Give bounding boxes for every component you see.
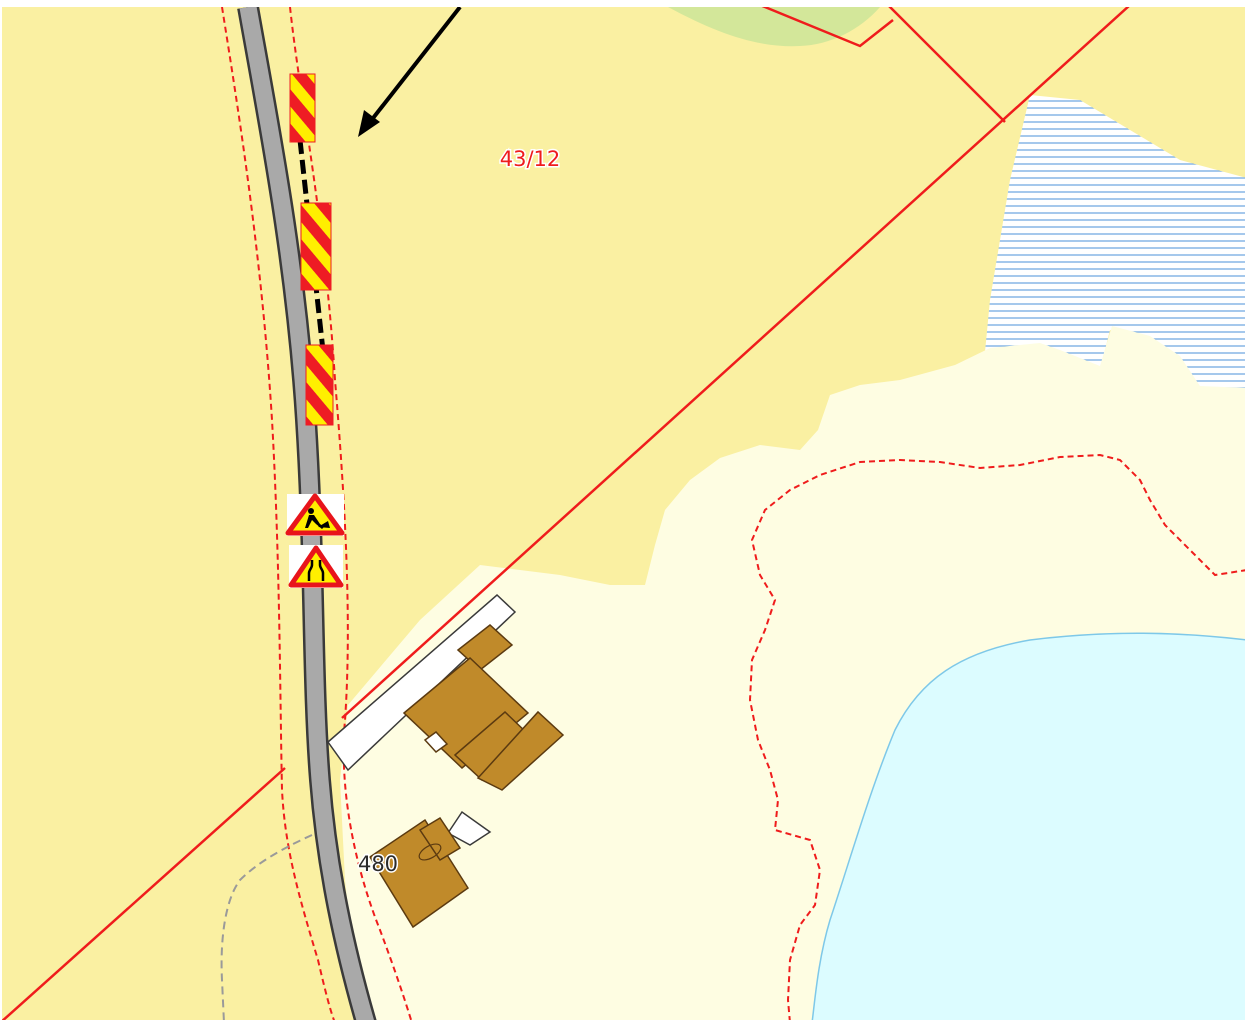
road-barrier-2: [300, 202, 332, 291]
building-cluster-north: [402, 624, 565, 791]
roadwork-sign[interactable]: [285, 493, 345, 536]
property-lines: [2, 7, 1130, 1020]
driveway-north: [326, 593, 517, 772]
road-narrows-sign[interactable]: [288, 545, 344, 588]
road-narrows-icon: [307, 560, 325, 581]
marsh-area: [985, 95, 1245, 390]
driveway-south: [446, 810, 492, 846]
address-label: 480: [358, 852, 398, 876]
building-house-480: [368, 816, 470, 929]
footpath: [220, 834, 313, 1020]
road-barrier-1: [289, 73, 316, 143]
lake: [811, 632, 1245, 1020]
roadwork-icon: [305, 508, 330, 529]
warning-triangle-icon: [288, 545, 344, 588]
road-reserve-lines: [221, 7, 413, 1020]
parcel-label: 43/12: [500, 147, 561, 171]
roadwork-barriers: [289, 73, 334, 426]
road-barrier-3: [305, 344, 334, 426]
meadow-area: [668, 7, 880, 47]
pointer-arrow-icon: [358, 7, 462, 137]
boundary-dashed-east: [748, 453, 1245, 1020]
